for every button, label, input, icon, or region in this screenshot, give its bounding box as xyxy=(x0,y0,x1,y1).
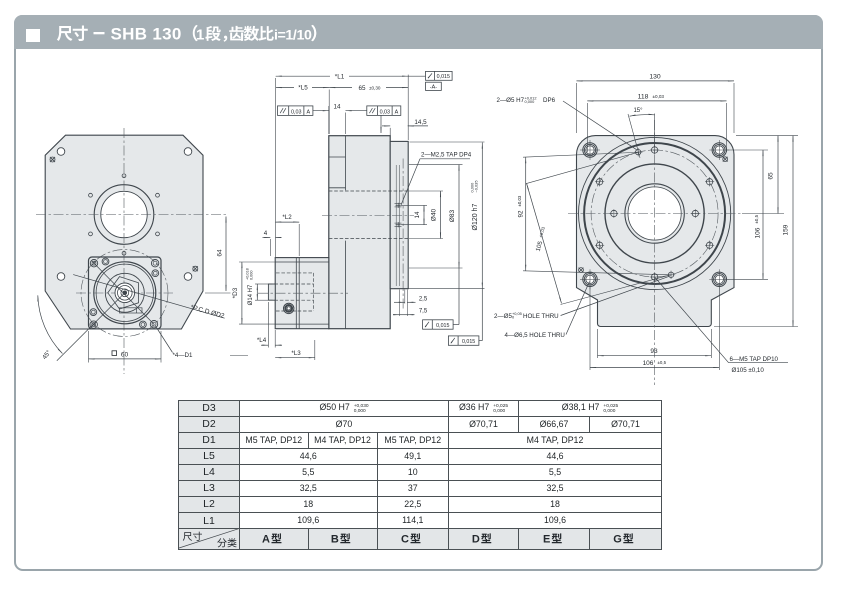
svg-text:±0,5: ±0,5 xyxy=(658,360,667,365)
svg-text:Ø14 H7: Ø14 H7 xyxy=(248,284,254,305)
svg-text:14,5: 14,5 xyxy=(414,119,427,126)
svg-text:−0,035: −0,035 xyxy=(474,180,479,192)
svg-text:1: 1 xyxy=(196,27,204,44)
svg-text:G: G xyxy=(613,534,622,546)
svg-text:65: 65 xyxy=(768,172,775,180)
svg-text:+0,05: +0,05 xyxy=(512,311,522,316)
svg-text:2,5: 2,5 xyxy=(419,296,428,302)
svg-text:C: C xyxy=(401,534,409,546)
svg-text:0,03: 0,03 xyxy=(291,109,302,115)
svg-text:106: 106 xyxy=(755,227,762,238)
svg-text:±0,03: ±0,03 xyxy=(538,226,546,238)
svg-text:6—M5 TAP DP10: 6—M5 TAP DP10 xyxy=(730,356,779,363)
svg-text:2—Ø5: 2—Ø5 xyxy=(494,313,512,320)
svg-text:105: 105 xyxy=(535,240,545,252)
svg-text:*4—D1: *4—D1 xyxy=(173,352,194,359)
svg-text:2—Ø5 H7: 2—Ø5 H7 xyxy=(497,97,525,104)
svg-text:45°: 45° xyxy=(40,348,52,361)
svg-text:±0,03: ±0,03 xyxy=(517,195,522,206)
svg-text:HOLE THRU: HOLE THRU xyxy=(523,313,559,320)
svg-text:*L5: *L5 xyxy=(298,85,308,92)
svg-text:4—Ø6,5 HOLE THRU: 4—Ø6,5 HOLE THRU xyxy=(505,332,565,339)
svg-text:0,000: 0,000 xyxy=(250,270,254,280)
svg-text:DP6: DP6 xyxy=(543,97,556,104)
svg-text:+0,018: +0,018 xyxy=(246,268,250,280)
svg-text:±0,30: ±0,30 xyxy=(369,85,381,90)
svg-text:0,000: 0,000 xyxy=(525,99,536,104)
svg-text:Ø120 h7: Ø120 h7 xyxy=(472,203,479,230)
svg-text:*L4: *L4 xyxy=(257,337,267,344)
svg-text:0,000: 0,000 xyxy=(470,182,475,193)
svg-text:7,5: 7,5 xyxy=(419,309,428,315)
svg-text:E: E xyxy=(543,534,550,546)
svg-text:4: 4 xyxy=(264,230,268,237)
svg-text:+0,012: +0,012 xyxy=(525,95,537,100)
svg-text:64: 64 xyxy=(217,249,224,257)
svg-text:65: 65 xyxy=(358,85,366,92)
svg-text:92: 92 xyxy=(518,210,525,217)
svg-text:0: 0 xyxy=(512,315,515,320)
svg-text:SHB 130: SHB 130 xyxy=(111,25,182,44)
svg-text:106: 106 xyxy=(643,360,654,367)
svg-text:159: 159 xyxy=(783,224,790,235)
svg-text:130: 130 xyxy=(649,73,661,80)
svg-text:93: 93 xyxy=(650,348,658,355)
svg-text:A: A xyxy=(262,534,270,546)
svg-text:14: 14 xyxy=(414,211,421,218)
svg-text:0,015: 0,015 xyxy=(437,74,450,80)
svg-text:14: 14 xyxy=(333,103,341,110)
svg-text:*L3: *L3 xyxy=(291,350,301,357)
svg-text:Ø83: Ø83 xyxy=(449,209,456,222)
svg-text:0,015: 0,015 xyxy=(462,339,475,345)
svg-text:±0,5: ±0,5 xyxy=(754,214,759,223)
svg-text:-A-: -A- xyxy=(430,85,437,91)
svg-text:i=1/10: i=1/10 xyxy=(274,28,312,44)
svg-text:*L2: *L2 xyxy=(282,214,292,221)
svg-text:0,03: 0,03 xyxy=(380,109,391,115)
svg-text:Ø40: Ø40 xyxy=(430,208,437,221)
svg-text:*P.C.D ØD2: *P.C.D ØD2 xyxy=(190,304,226,320)
svg-text:15°: 15° xyxy=(633,108,643,114)
svg-text:*L1: *L1 xyxy=(335,73,345,80)
svg-text:2—M2,5 TAP DP4: 2—M2,5 TAP DP4 xyxy=(421,152,472,159)
svg-text:A: A xyxy=(395,109,399,115)
svg-text:0,015: 0,015 xyxy=(436,323,449,329)
svg-text:60: 60 xyxy=(121,351,129,358)
svg-text:D: D xyxy=(472,534,480,546)
svg-text:Ø105 ±0,10: Ø105 ±0,10 xyxy=(732,367,765,374)
svg-text:A: A xyxy=(306,109,310,115)
svg-text:±0,03: ±0,03 xyxy=(653,94,665,99)
svg-text:118: 118 xyxy=(638,94,649,101)
svg-text:B: B xyxy=(331,534,339,546)
svg-text:*D3: *D3 xyxy=(232,287,239,298)
